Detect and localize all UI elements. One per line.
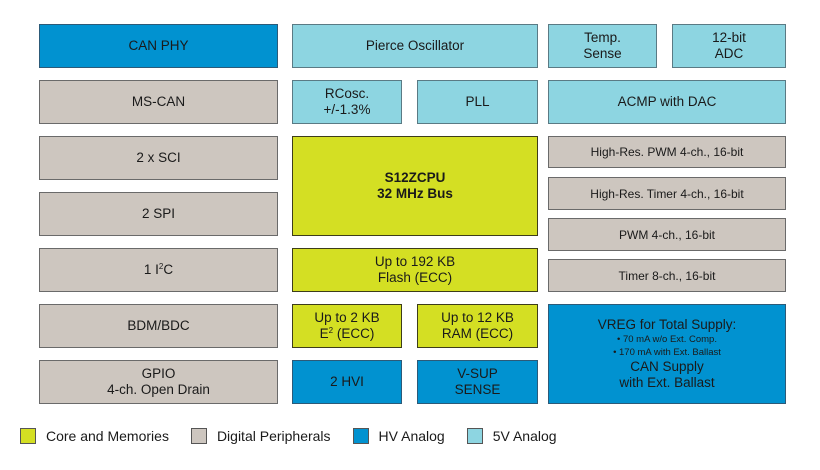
can-phy-label: CAN PHY <box>128 38 189 53</box>
legend-swatch-hv-analog <box>352 428 369 444</box>
rcosc-label-1: RCosc. <box>324 86 370 101</box>
legend-item-core: Core and Memories <box>20 428 169 444</box>
flash-label-2: Flash (ECC) <box>377 270 453 285</box>
temp-sense-block: Temp. Sense <box>548 24 657 68</box>
acmp-label: ACMP with DAC <box>617 94 717 109</box>
flash-block: Up to 192 KB Flash (ECC) <box>292 248 538 292</box>
timer-block: Timer 8-ch., 16-bit <box>548 259 786 292</box>
can-phy-block: CAN PHY <box>39 24 278 68</box>
vreg-line-3: CAN Supply <box>630 359 704 374</box>
hr-pwm-label: High-Res. PWM 4-ch., 16-bit <box>590 145 744 159</box>
vsup-label-2: SENSE <box>454 382 501 397</box>
eeprom-block: Up to 2 KB E2 (ECC) <box>292 304 402 348</box>
flash-label-1: Up to 192 KB <box>374 254 456 269</box>
legend-label-5v-analog: 5V Analog <box>492 428 557 444</box>
spi-label: 2 SPI <box>141 206 176 221</box>
gpio-block: GPIO 4-ch. Open Drain <box>39 360 278 404</box>
ram-block: Up to 12 KB RAM (ECC) <box>417 304 538 348</box>
sci-label: 2 x SCI <box>136 150 181 165</box>
hr-timer-block: High-Res. Timer 4-ch., 16-bit <box>548 177 786 210</box>
adc-label-1: 12-bit <box>712 30 746 45</box>
vreg-block: VREG for Total Supply: • 70 mA w/o Ext. … <box>548 304 786 404</box>
hr-pwm-block: High-Res. PWM 4-ch., 16-bit <box>548 136 786 168</box>
adc-label-2: ADC <box>714 46 744 61</box>
vsup-sense-block: V-SUP SENSE <box>417 360 538 404</box>
rcosc-label-2: +/-1.3% <box>323 102 371 117</box>
legend-label-hv-analog: HV Analog <box>378 428 445 444</box>
legend: Core and Memories Digital Peripherals HV… <box>20 428 579 444</box>
pll-block: PLL <box>417 80 538 124</box>
temp-label-1: Temp. <box>584 30 621 45</box>
hr-timer-label: High-Res. Timer 4-ch., 16-bit <box>590 186 744 201</box>
vsup-label-1: V-SUP <box>457 366 498 381</box>
temp-label-2: Sense <box>583 46 622 61</box>
hvi-block: 2 HVI <box>292 360 402 404</box>
i2c-block: 1 I2C <box>39 248 278 292</box>
pierce-label: Pierce Oscillator <box>365 38 465 53</box>
ram-label-1: Up to 12 KB <box>441 310 514 325</box>
eeprom-label-1: Up to 2 KB <box>314 310 380 325</box>
pll-label: PLL <box>465 94 490 109</box>
spi-block: 2 SPI <box>39 192 278 236</box>
vreg-bullet-1: • 70 mA w/o Ext. Comp. <box>617 334 717 345</box>
i2c-label: 1 I2C <box>143 262 174 277</box>
legend-label-digital: Digital Peripherals <box>216 428 331 444</box>
cpu-label-2: 32 MHz Bus <box>377 186 453 201</box>
legend-swatch-5v-analog <box>466 428 483 444</box>
timer-label: Timer 8-ch., 16-bit <box>618 268 716 283</box>
pwm-label: PWM 4-ch., 16-bit <box>618 227 716 242</box>
bdm-block: BDM/BDC <box>39 304 278 348</box>
cpu-block: S12ZCPU 32 MHz Bus <box>292 136 538 236</box>
legend-label-core: Core and Memories <box>46 428 169 444</box>
eeprom-label-2: E2 (ECC) <box>319 326 375 341</box>
ms-can-block: MS-CAN <box>39 80 278 124</box>
legend-swatch-digital <box>190 428 207 444</box>
pwm-block: PWM 4-ch., 16-bit <box>548 218 786 251</box>
adc-block: 12-bit ADC <box>672 24 786 68</box>
pierce-oscillator-block: Pierce Oscillator <box>292 24 538 68</box>
cpu-label-1: S12ZCPU <box>384 170 446 185</box>
ram-label-2: RAM (ECC) <box>441 326 514 341</box>
ms-can-label: MS-CAN <box>131 94 186 109</box>
legend-swatch-core <box>20 428 36 444</box>
acmp-block: ACMP with DAC <box>548 80 786 124</box>
bdm-label: BDM/BDC <box>127 318 190 333</box>
rcosc-block: RCosc. +/-1.3% <box>292 80 402 124</box>
vreg-title: VREG for Total Supply: <box>597 317 737 332</box>
legend-item-hv-analog: HV Analog <box>352 428 445 444</box>
legend-item-5v-analog: 5V Analog <box>466 428 557 444</box>
vreg-bullet-2: • 170 mA with Ext. Ballast <box>613 347 721 358</box>
legend-item-digital: Digital Peripherals <box>190 428 331 444</box>
hvi-label: 2 HVI <box>330 374 364 389</box>
vreg-line-4: with Ext. Ballast <box>619 375 715 390</box>
sci-block: 2 x SCI <box>39 136 278 180</box>
gpio-label-1: GPIO <box>141 366 176 381</box>
gpio-label-2: 4-ch. Open Drain <box>107 382 210 397</box>
